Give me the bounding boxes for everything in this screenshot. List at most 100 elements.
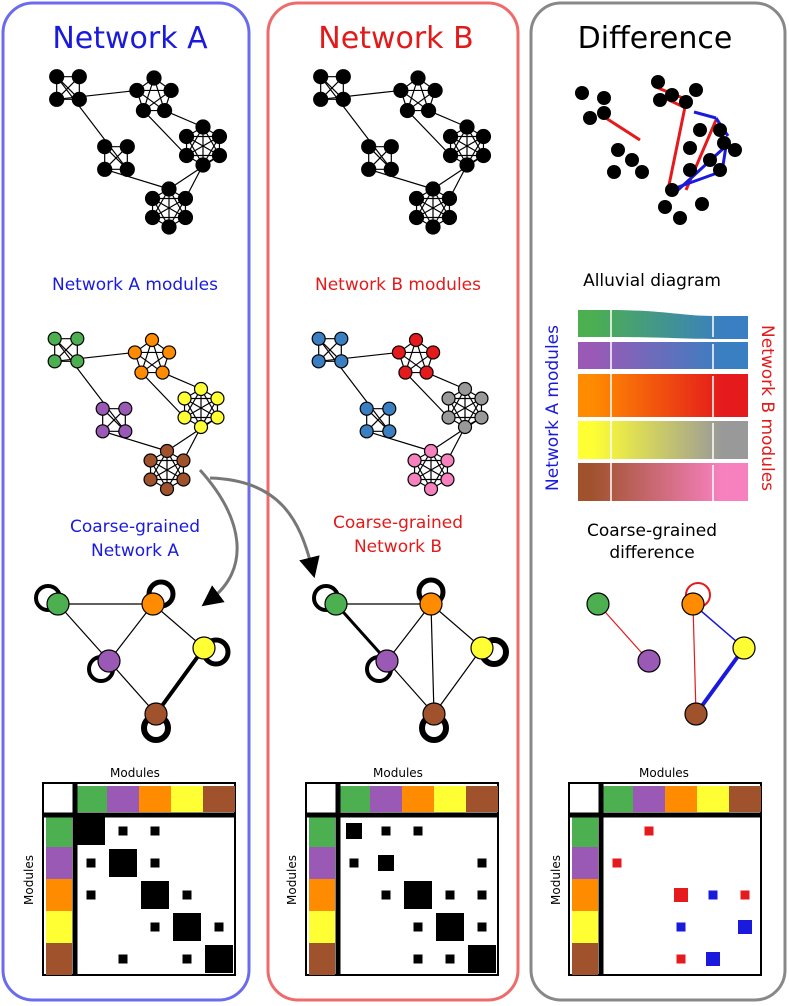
network-node bbox=[441, 391, 456, 406]
alluvial-flow bbox=[578, 310, 748, 339]
matrix-cell bbox=[468, 945, 496, 973]
network-node bbox=[177, 209, 194, 226]
coarse-node-yellow bbox=[192, 636, 216, 660]
inter-edge bbox=[318, 351, 399, 362]
inter-edge bbox=[406, 110, 451, 156]
coarse-edge bbox=[597, 603, 650, 662]
network-node bbox=[143, 453, 158, 468]
network-node bbox=[193, 381, 209, 397]
difference-cell bbox=[676, 954, 686, 964]
matrix-cell bbox=[445, 890, 455, 900]
matrix-header-cell bbox=[729, 786, 761, 812]
network-node bbox=[146, 70, 162, 86]
alluvial-flow bbox=[578, 342, 748, 369]
network-node bbox=[119, 161, 135, 177]
matrix-row-header-cell bbox=[572, 879, 598, 911]
network-node bbox=[159, 443, 175, 459]
network-node bbox=[311, 354, 326, 369]
inter-edge bbox=[318, 338, 390, 432]
coarse-node-yellow bbox=[732, 636, 756, 660]
inter-edge bbox=[430, 417, 482, 452]
difference-node bbox=[683, 141, 697, 155]
matrix-row-header-cell bbox=[309, 815, 335, 847]
coarse-node-orange bbox=[681, 592, 705, 616]
network-node bbox=[474, 410, 489, 425]
matrix-cell bbox=[118, 826, 128, 836]
matrix-cell bbox=[477, 890, 487, 900]
network-a-modules-graph bbox=[47, 331, 225, 497]
network-node bbox=[127, 345, 142, 360]
panel-d-frame bbox=[529, 1, 787, 1002]
inter-edge bbox=[104, 168, 170, 190]
alluvial-flow bbox=[578, 374, 748, 417]
inter-edge bbox=[54, 351, 135, 362]
difference-node bbox=[635, 165, 649, 179]
network-node bbox=[457, 419, 473, 435]
matrix-cell bbox=[413, 954, 423, 964]
difference-node bbox=[695, 197, 709, 211]
panel-b-coarse-label-1: Coarse-grained bbox=[333, 513, 463, 533]
network-node bbox=[313, 69, 329, 85]
matrix-row-header-cell bbox=[309, 879, 335, 911]
coarse-edge bbox=[386, 660, 435, 715]
matrix-cell bbox=[349, 858, 359, 868]
panel-b-modules-label: Network B modules bbox=[315, 275, 481, 295]
network-node bbox=[382, 401, 397, 416]
panel-a-title: Network A bbox=[52, 21, 208, 56]
matrix-cell bbox=[214, 922, 224, 932]
network-node bbox=[163, 82, 179, 99]
inter-edge bbox=[404, 372, 449, 418]
matrix-cell bbox=[404, 881, 432, 909]
network-b-graph bbox=[313, 69, 492, 235]
network-node bbox=[419, 365, 434, 380]
network-node bbox=[47, 331, 62, 346]
network-node bbox=[195, 157, 211, 173]
difference-cell bbox=[676, 922, 686, 932]
network-node bbox=[475, 128, 492, 145]
network-node bbox=[95, 401, 110, 416]
matrix-row-header-cell bbox=[46, 847, 72, 879]
network-node bbox=[408, 209, 425, 226]
network-node bbox=[155, 365, 170, 380]
matrix-cell bbox=[436, 913, 464, 941]
network-node bbox=[426, 345, 441, 360]
matrix-cell bbox=[141, 881, 169, 909]
network-node bbox=[399, 102, 416, 119]
network-node bbox=[408, 190, 425, 207]
network-node bbox=[441, 410, 456, 425]
network-node bbox=[210, 410, 225, 425]
network-node bbox=[71, 69, 87, 85]
network-node bbox=[49, 91, 65, 107]
matrix-header-cell bbox=[601, 786, 633, 812]
coarse-edge bbox=[433, 647, 483, 715]
difference-node bbox=[575, 86, 589, 100]
network-node bbox=[118, 401, 133, 416]
matrix-a-top-label: Modules bbox=[110, 766, 160, 780]
coarse-node-green bbox=[586, 592, 610, 616]
network-node bbox=[334, 331, 349, 346]
difference-node bbox=[611, 143, 625, 157]
mapping-arrows bbox=[198, 468, 320, 607]
coarse-node-orange bbox=[141, 592, 165, 616]
matrix-cell bbox=[118, 954, 128, 964]
network-node bbox=[70, 354, 85, 369]
coarse-node-yellow bbox=[470, 636, 494, 660]
difference-node bbox=[625, 153, 639, 167]
matrix-cell bbox=[205, 945, 233, 973]
matrix-cell bbox=[173, 913, 201, 941]
matrix-cell bbox=[150, 826, 160, 836]
inter-edge bbox=[168, 155, 220, 190]
matrix-row-header-cell bbox=[572, 815, 598, 847]
network-node bbox=[359, 424, 374, 439]
network-node bbox=[474, 391, 489, 406]
coarse-edge bbox=[108, 603, 154, 662]
network-node bbox=[408, 332, 424, 348]
network-node bbox=[393, 82, 409, 99]
network-node bbox=[457, 381, 473, 397]
matrix-cell bbox=[109, 849, 137, 877]
network-node bbox=[391, 345, 406, 360]
network-node bbox=[382, 424, 397, 439]
network-node bbox=[398, 365, 413, 380]
network-node bbox=[129, 82, 145, 99]
matrix-difference bbox=[568, 782, 762, 976]
